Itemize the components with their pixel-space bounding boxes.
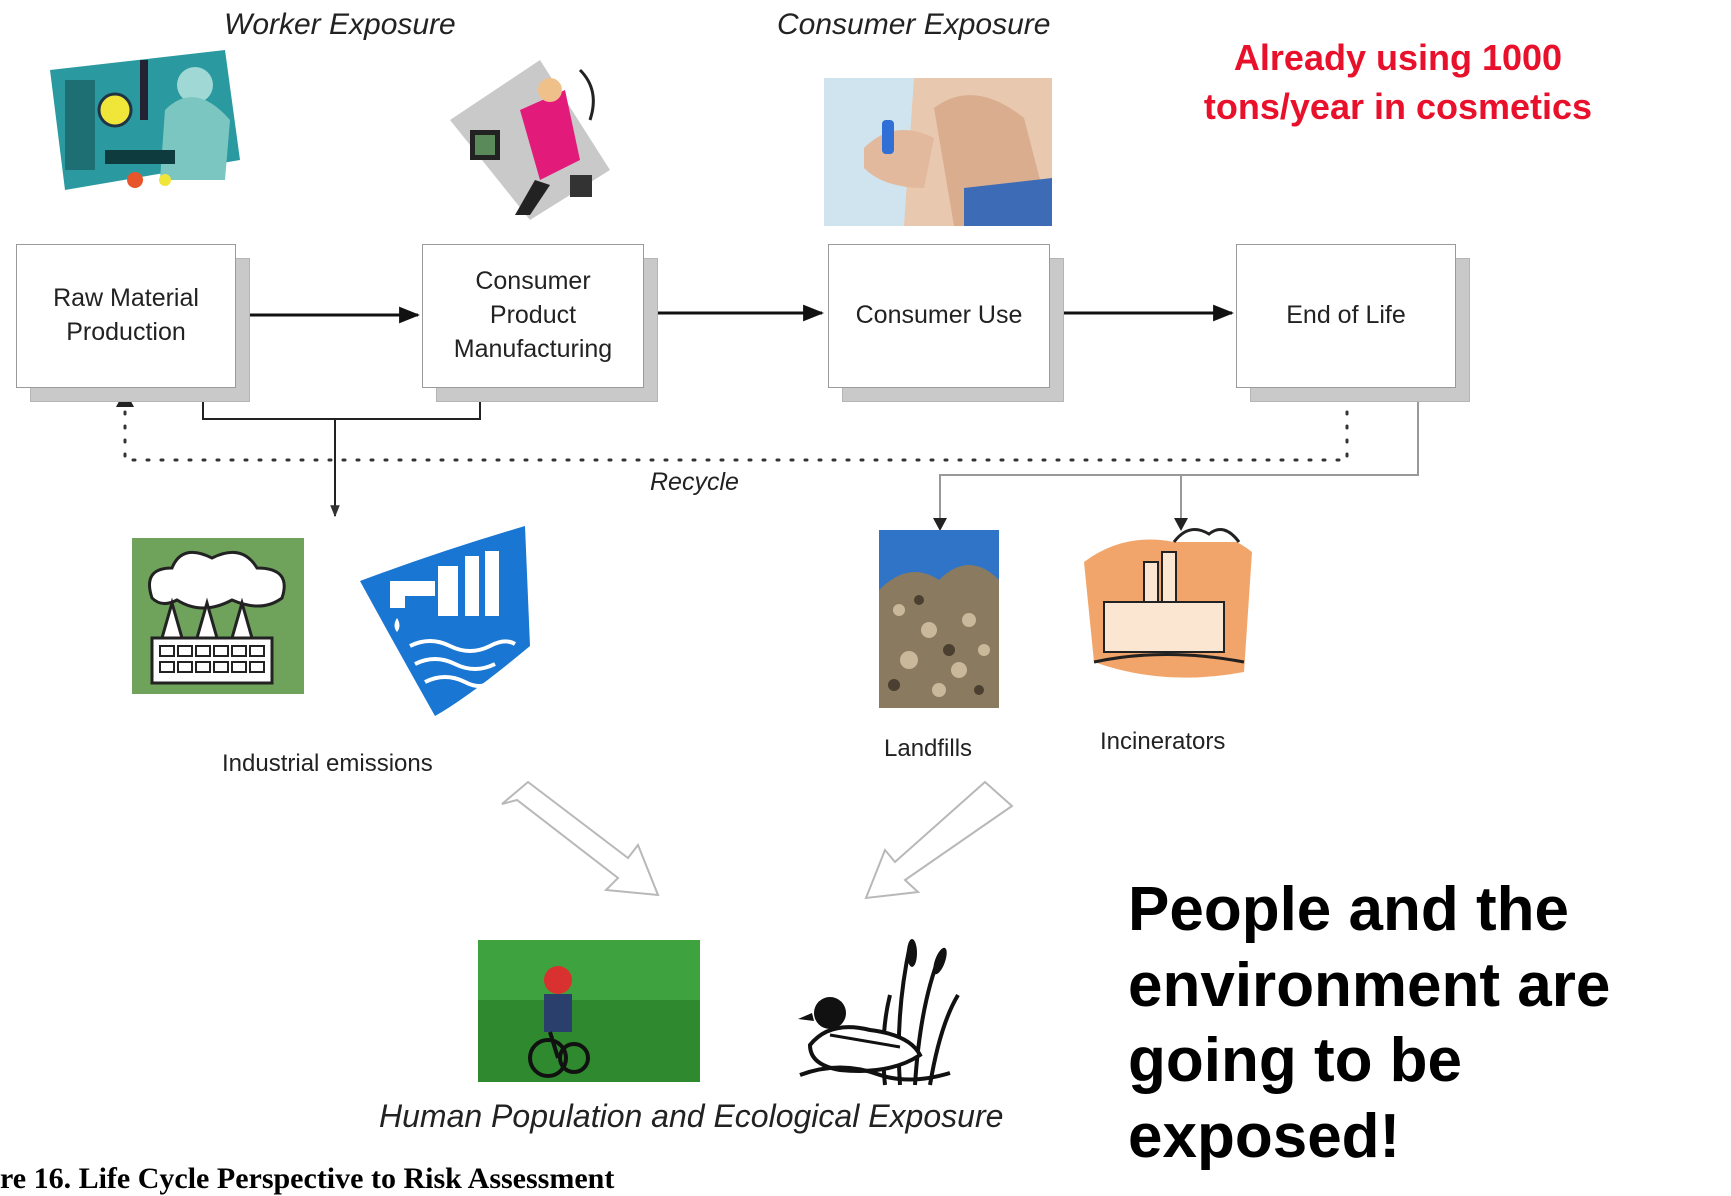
conclusion-text: People and the environment are going to …: [1128, 875, 1611, 1171]
landfills-label: Landfills: [884, 735, 973, 762]
usage-note: Already using 1000 tons/year in cosmetic…: [1118, 34, 1678, 131]
emissions-connector: [202, 387, 481, 420]
industrial-emissions-label: Industrial emissions: [222, 750, 433, 777]
stage-end-of-life-label: End of Life: [1286, 301, 1406, 330]
stage-raw-material-label: Raw Material Production: [53, 284, 199, 346]
recycle-loop: [123, 382, 1349, 462]
usage-note-line2: tons/year in cosmetics: [1203, 85, 1593, 127]
stage-manufacturing-label: Consumer Product Manufacturing: [453, 267, 613, 363]
stage-consumer-use-label: Consumer Use: [855, 301, 1023, 330]
exposure-label: Human Population and Ecological Exposure: [379, 1098, 1004, 1134]
figure-caption: re 16. Life Cycle Perspective to Risk As…: [0, 1162, 615, 1195]
stage-end-of-life: End of Life: [1236, 244, 1456, 388]
stage-raw-material: Raw Material Production: [16, 244, 236, 388]
recycle-label: Recycle: [650, 468, 739, 496]
hollow-arrow-right: [864, 780, 1014, 900]
stage-manufacturing: Consumer Product Manufacturing: [422, 244, 644, 388]
stage-consumer-use: Consumer Use: [828, 244, 1050, 388]
endoflife-split: [939, 392, 1419, 523]
hollow-arrow-left: [501, 780, 660, 897]
incinerators-label: Incinerators: [1100, 728, 1226, 755]
worker-exposure-header: Worker Exposure: [224, 8, 456, 41]
consumer-exposure-header: Consumer Exposure: [777, 8, 1051, 41]
usage-note-line1: Already using 1000: [1233, 37, 1563, 78]
